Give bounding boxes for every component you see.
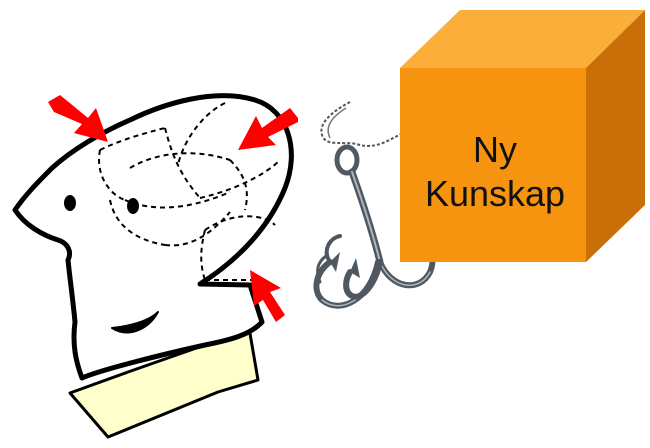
head-icon [15,95,298,437]
box-front-face [400,68,586,262]
hook-eye [337,147,357,173]
left-eye [64,195,76,211]
hook-string [321,102,410,146]
new-knowledge-box [400,10,645,262]
right-eye [127,198,139,214]
